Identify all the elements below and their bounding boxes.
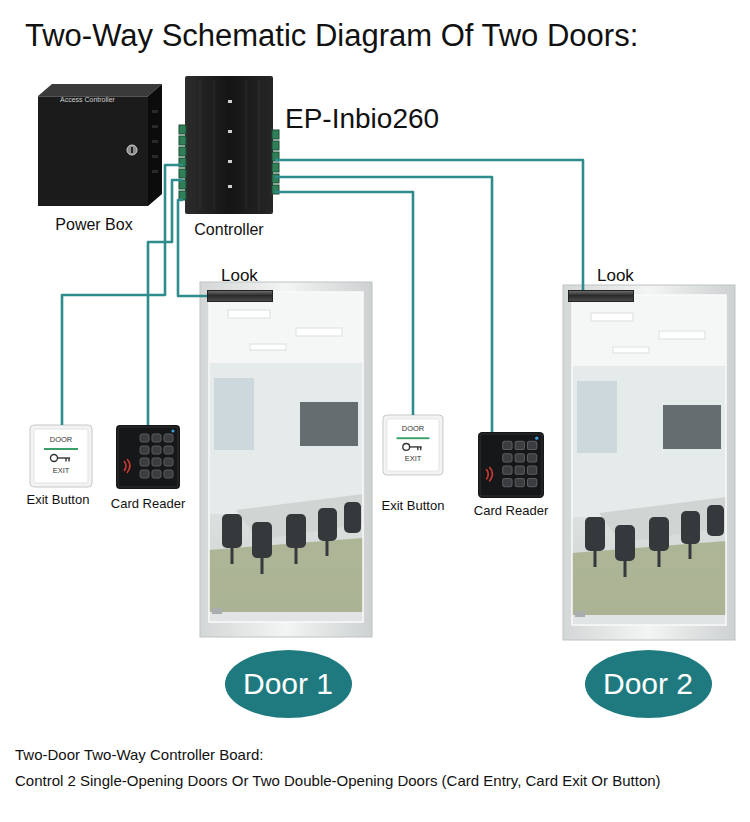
art-shape xyxy=(228,130,232,133)
art-shape xyxy=(272,141,279,150)
power-box: Access ControllerPower Box xyxy=(36,84,160,206)
card-reader-icon xyxy=(116,425,180,489)
art-shape xyxy=(38,84,162,96)
button-face-text: EXIT xyxy=(405,455,422,464)
art-shape xyxy=(152,110,158,113)
art-shape xyxy=(179,169,186,178)
model-name: EP-Inbio260 xyxy=(285,103,439,135)
panel-text: Access Controller xyxy=(60,96,115,104)
art-shape xyxy=(152,155,158,158)
card-reader: Card Reader xyxy=(478,432,544,498)
art-shape xyxy=(179,191,186,200)
exit-button: DOOREXITExit Button xyxy=(30,425,92,487)
wire xyxy=(275,192,413,415)
glass-door xyxy=(563,285,735,640)
lock-label: Look xyxy=(221,266,258,286)
art-shape xyxy=(179,125,186,134)
caption: Two-Door Two-Way Controller Board: xyxy=(15,746,263,763)
device-label: Exit Button xyxy=(382,499,445,514)
art-shape xyxy=(228,100,232,103)
art-shape xyxy=(152,170,158,173)
door-name: Door 1 xyxy=(243,667,333,702)
art-shape xyxy=(179,136,186,145)
caption-note: Control 2 Single-Opening Doors Or Two Do… xyxy=(15,772,661,789)
exit-button-icon xyxy=(30,425,92,487)
art-shape xyxy=(259,80,260,210)
button-face-text: EXIT xyxy=(53,467,70,476)
device-label: Card Reader xyxy=(111,497,185,512)
diagram-title: Two-Way Schematic Diagram Of Two Doors: xyxy=(25,18,638,54)
device-label: Controller xyxy=(194,221,263,239)
art-shape xyxy=(272,174,279,183)
wire xyxy=(275,160,583,290)
exit-button: DOOREXITExit Button xyxy=(383,415,443,475)
lock: Look xyxy=(568,290,634,302)
device-label: Exit Button xyxy=(27,493,90,508)
art-shape xyxy=(38,96,148,206)
art-shape xyxy=(148,84,162,206)
wire xyxy=(62,165,183,425)
wire xyxy=(178,200,207,296)
glass-door xyxy=(200,282,372,637)
art-shape xyxy=(185,76,273,214)
art-shape xyxy=(127,145,137,155)
device-label: Power Box xyxy=(55,216,132,234)
door-oval: Door 1 xyxy=(225,650,352,718)
art-shape xyxy=(152,140,158,143)
art-shape xyxy=(228,160,232,163)
card-reader-icon xyxy=(478,432,544,498)
button-face-text: DOOR xyxy=(50,436,73,445)
art-shape xyxy=(179,147,186,156)
art-shape xyxy=(131,147,133,153)
lock: Look xyxy=(207,290,273,302)
art-shape xyxy=(179,180,186,189)
door-oval: Door 2 xyxy=(585,650,712,718)
art-shape xyxy=(272,130,279,139)
power-box-drawing xyxy=(38,84,162,206)
card-reader: Card Reader xyxy=(116,425,180,489)
art-shape xyxy=(214,80,215,210)
art-shape xyxy=(246,80,247,210)
art-shape xyxy=(200,80,201,210)
art-shape xyxy=(152,125,158,128)
device-label: Card Reader xyxy=(474,504,548,519)
lock-label: Look xyxy=(597,266,634,286)
art-shape xyxy=(228,185,232,188)
exit-button-icon xyxy=(383,415,443,475)
button-face-text: DOOR xyxy=(402,425,425,434)
controller: Controller xyxy=(183,75,275,215)
controller-drawing xyxy=(179,76,279,214)
art-shape xyxy=(272,163,279,172)
wire xyxy=(275,177,492,432)
door-name: Door 2 xyxy=(603,667,693,702)
